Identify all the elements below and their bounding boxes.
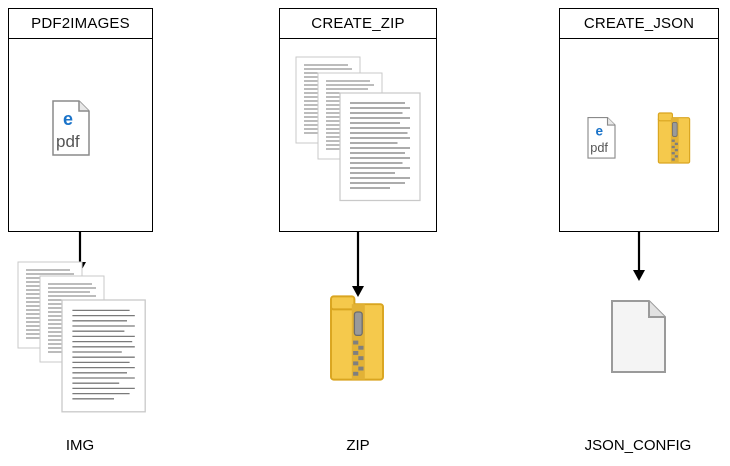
- step-pdf2images: PDF2IMAGES: [8, 8, 153, 232]
- step-title: CREATE_ZIP: [280, 9, 436, 39]
- step-title: PDF2IMAGES: [9, 9, 152, 39]
- arrow-create-zip-to-zip: [352, 232, 364, 297]
- output-label-img: IMG: [65, 437, 95, 454]
- zip-folder-icon: [330, 295, 384, 381]
- documents-stack-icon: [295, 56, 421, 202]
- step-title: CREATE_JSON: [560, 9, 718, 39]
- output-label-json-config: JSON_CONFIG: [584, 437, 692, 454]
- step-create-zip: CREATE_ZIP: [279, 8, 437, 232]
- output-label-zip: ZIP: [346, 437, 370, 454]
- images-stack-icon: [17, 261, 146, 413]
- pdf-icon: [587, 116, 616, 159]
- blank-file-icon: [611, 300, 666, 373]
- step-create-json: CREATE_JSON: [559, 8, 719, 232]
- arrow-create-json-to-json-config: [633, 232, 645, 281]
- pdf-icon: [52, 100, 90, 156]
- zip-folder-icon: [657, 112, 691, 164]
